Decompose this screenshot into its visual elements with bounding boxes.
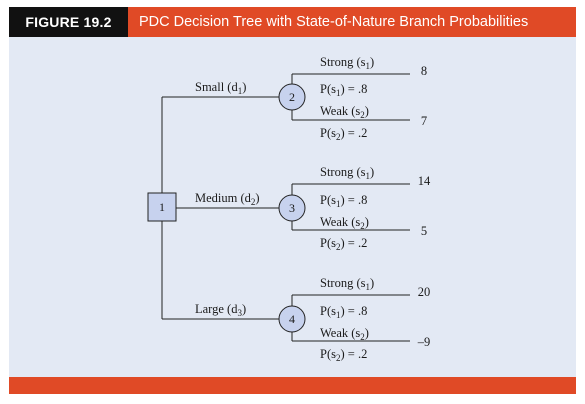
state-label: Weak (s2) — [320, 104, 369, 120]
chance-node — [278, 83, 306, 111]
figure-footer-bar — [9, 377, 576, 394]
decision-label-1: Small (d1) — [195, 80, 246, 96]
probability-label: P(s2) = .2 — [320, 126, 367, 142]
payoff-value: 7 — [421, 114, 427, 128]
decision-label-2: Medium (d2) — [195, 191, 260, 207]
decision-label-3: Large (d3) — [195, 302, 246, 318]
state-label: Strong (s1) — [320, 276, 374, 292]
payoff-value: 5 — [421, 224, 427, 238]
chance-node-number: 4 — [289, 312, 295, 326]
chance-node-number: 2 — [289, 90, 295, 104]
payoff-value: 14 — [418, 174, 431, 188]
payoff-value: 20 — [418, 285, 431, 299]
chance-node — [278, 305, 306, 333]
probability-label: P(s1) = .8 — [320, 304, 367, 320]
payoff-value: –9 — [417, 335, 431, 349]
probability-label: P(s1) = .8 — [320, 82, 367, 98]
decision-node — [147, 192, 177, 222]
chance-node — [278, 194, 306, 222]
probability-label: P(s2) = .2 — [320, 236, 367, 252]
probability-label: P(s2) = .2 — [320, 347, 367, 363]
payoff-value: 8 — [421, 64, 427, 78]
state-label: Weak (s2) — [320, 326, 369, 342]
probability-label: P(s1) = .8 — [320, 193, 367, 209]
state-label: Strong (s1) — [320, 165, 374, 181]
state-label: Weak (s2) — [320, 215, 369, 231]
figure-title: PDC Decision Tree with State-of-Nature B… — [139, 14, 529, 30]
figure-label: FIGURE 19.2 — [9, 7, 128, 37]
state-label: Strong (s1) — [320, 55, 374, 71]
decision-node-number: 1 — [159, 200, 165, 214]
chance-node-number: 3 — [289, 201, 295, 215]
